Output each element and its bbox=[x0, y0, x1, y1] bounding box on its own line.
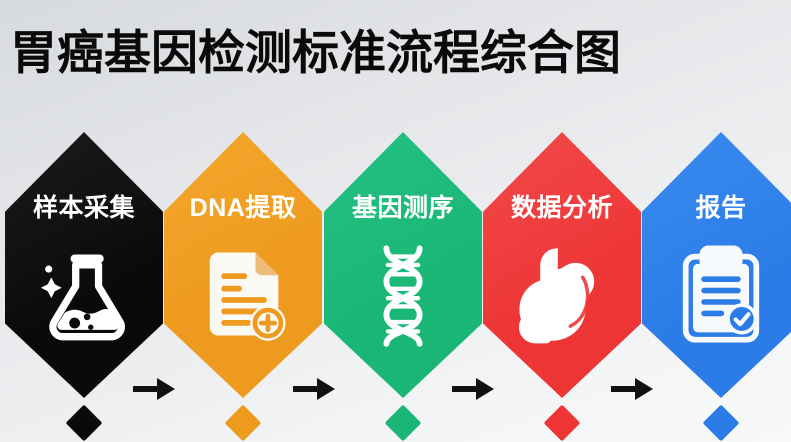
flow-arrow-2 bbox=[293, 376, 337, 402]
flow-step-report[interactable]: 报告 bbox=[642, 118, 791, 442]
process-flow: 样本采集 DNA提取 基因测序 数据分析 报告 bbox=[0, 118, 791, 442]
step-label-data-analysis: 数据分析 bbox=[510, 194, 613, 222]
flow-arrow-1 bbox=[133, 376, 177, 402]
flow-step-data-analysis[interactable]: 数据分析 bbox=[483, 118, 641, 442]
step-diamond-gene-sequencing bbox=[384, 404, 422, 442]
step-diamond-sample-collection bbox=[65, 404, 103, 442]
flask-icon bbox=[32, 240, 136, 348]
step-label-gene-sequencing: 基因测序 bbox=[351, 194, 454, 222]
flow-step-gene-sequencing[interactable]: 基因测序 bbox=[324, 118, 482, 442]
step-diamond-data-analysis bbox=[543, 404, 581, 442]
step-hexagon-gene-sequencing: 基因测序 bbox=[324, 132, 482, 398]
clipboard-check-icon bbox=[669, 240, 773, 348]
step-hexagon-dna-extraction: DNA提取 bbox=[164, 132, 322, 398]
step-label-sample-collection: 样本采集 bbox=[32, 194, 135, 222]
step-label-dna-extraction: DNA提取 bbox=[189, 194, 297, 222]
flow-arrow-3 bbox=[452, 376, 496, 402]
flow-step-dna-extraction[interactable]: DNA提取 bbox=[164, 118, 322, 442]
document-plus-icon bbox=[191, 240, 295, 348]
flow-step-sample-collection[interactable]: 样本采集 bbox=[5, 118, 163, 442]
step-hexagon-data-analysis: 数据分析 bbox=[483, 132, 641, 398]
step-hexagon-sample-collection: 样本采集 bbox=[5, 132, 163, 398]
step-label-report: 报告 bbox=[695, 194, 747, 222]
step-hexagon-report: 报告 bbox=[642, 132, 791, 398]
page-title: 胃癌基因检测标准流程综合图 bbox=[10, 26, 621, 79]
dna-helix-icon bbox=[351, 240, 455, 348]
flow-arrow-4 bbox=[611, 376, 655, 402]
stomach-icon bbox=[510, 240, 614, 348]
step-diamond-report bbox=[702, 404, 740, 442]
step-diamond-dna-extraction bbox=[224, 404, 262, 442]
